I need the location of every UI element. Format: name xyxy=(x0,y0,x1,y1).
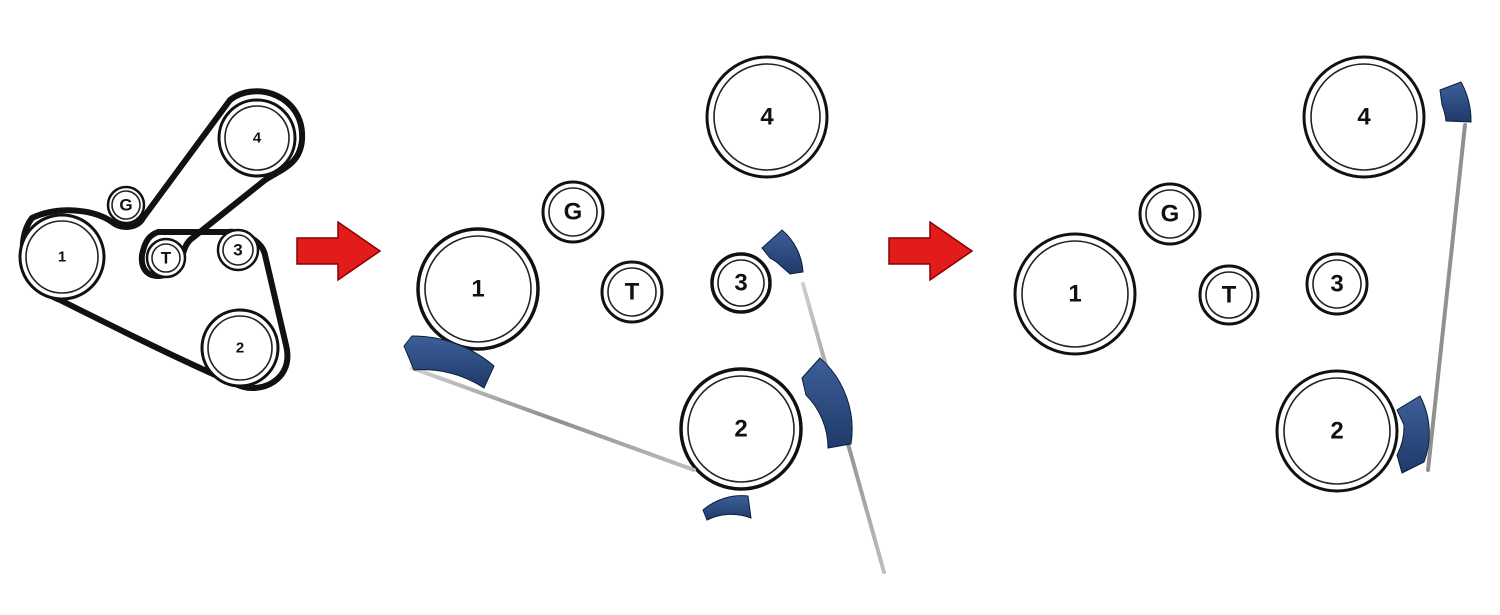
pulley-label: 4 xyxy=(1357,104,1371,131)
laser-sensor-head xyxy=(1439,81,1472,123)
pulley-label: G xyxy=(1161,201,1180,228)
pulley-label: 2 xyxy=(236,340,244,357)
pulley-label: 1 xyxy=(471,276,484,303)
red-arrow-right-icon xyxy=(888,220,974,282)
laser-sensor-head xyxy=(1396,395,1430,474)
pulley-label: 4 xyxy=(760,104,774,131)
panel2-pulley-t: T xyxy=(600,260,664,324)
laser-rod xyxy=(410,366,696,472)
panel-belt-layout: 1 G T 3 4 2 xyxy=(18,88,306,392)
pulley-label: 2 xyxy=(734,416,747,443)
panel2-pulley-3: 3 xyxy=(710,252,772,314)
panel3-pulley-1: 1 xyxy=(1013,232,1137,356)
panel3-pulley-3: 3 xyxy=(1305,252,1369,316)
laser-rod xyxy=(1426,123,1467,472)
panel3-pulley-4: 4 xyxy=(1302,55,1426,179)
panel2-pulley-g: G xyxy=(541,180,605,244)
panel1-pulley-4: 4 xyxy=(217,98,297,178)
pulley-label: T xyxy=(161,249,172,268)
panel3-pulley-g: G xyxy=(1138,182,1202,246)
panel1-pulley-3: 3 xyxy=(216,228,260,272)
panel2-pulley-2: 2 xyxy=(679,367,803,491)
pulley-label: 3 xyxy=(1330,271,1343,298)
pulley-label: T xyxy=(625,279,640,306)
panel2-pulley-1: 1 xyxy=(416,227,540,351)
laser-sensor-head xyxy=(801,357,853,449)
pulley-label: 4 xyxy=(253,130,262,147)
pulley-label: 1 xyxy=(58,249,66,266)
pulley-label: 3 xyxy=(233,241,242,260)
panel-measure-step-1: 4 G 1 T 3 2 xyxy=(403,55,886,574)
panel1-pulley-2: 2 xyxy=(200,308,280,388)
pulley-label: 2 xyxy=(1330,418,1343,445)
panel-measure-step-2: 4 G 1 T 3 2 xyxy=(1013,55,1472,493)
panel1-pulley-1: 1 xyxy=(18,213,106,301)
pulley-label: G xyxy=(564,199,583,226)
panel1-pulley-g: G xyxy=(106,185,146,225)
panel3-pulley-t: T xyxy=(1198,264,1260,326)
serpentine-belt xyxy=(19,88,306,392)
panel3-pulley-2: 2 xyxy=(1275,369,1399,493)
laser-sensor-head xyxy=(702,495,752,521)
pulley-label: T xyxy=(1222,282,1237,309)
panel2-pulley-4: 4 xyxy=(705,55,829,179)
pulley-label: 3 xyxy=(734,270,747,297)
pulley-label: 1 xyxy=(1068,281,1081,308)
laser-sensor-head xyxy=(761,229,804,275)
panel1-pulley-t: T xyxy=(145,237,187,279)
laser-sensor-head xyxy=(403,335,495,389)
red-arrow-right-icon xyxy=(296,220,382,282)
pulley-label: G xyxy=(119,196,132,215)
